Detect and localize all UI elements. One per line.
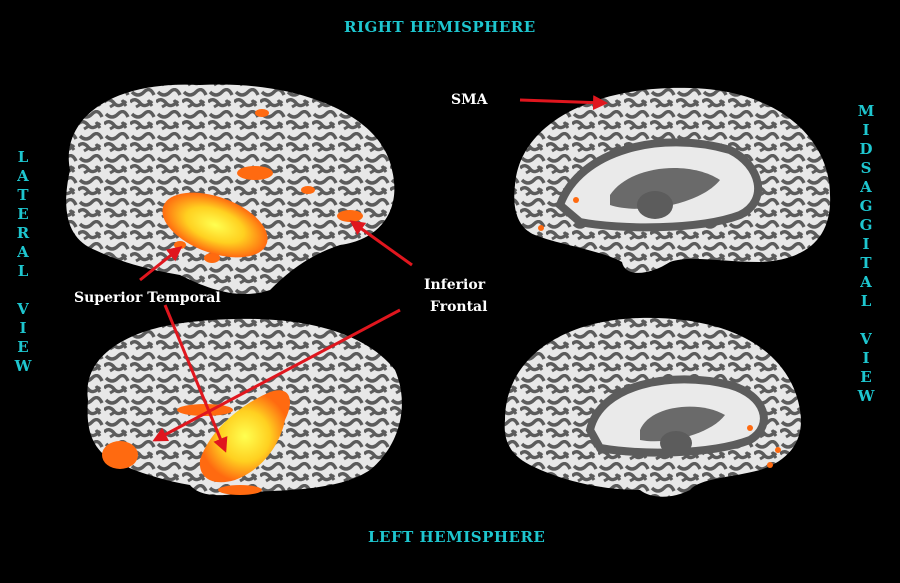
lateral-view-letter-1: A xyxy=(17,167,29,185)
arrow-superior-temporal-right xyxy=(139,246,183,282)
midsaggital-view-letter-10: L xyxy=(860,292,872,310)
lateral-view-letter-2: T xyxy=(17,186,29,204)
midsaggital-view-letter-2: D xyxy=(859,140,873,158)
arrow-inferior-frontal-right xyxy=(349,220,413,267)
label-superior-temporal: Superior Temporal xyxy=(74,290,221,306)
activation-superior-temporal-right xyxy=(162,192,268,258)
midsaggital-view-letter-3: S xyxy=(860,159,872,177)
arrow-sma xyxy=(519,95,608,111)
label-inferior-frontal-line2: Frontal xyxy=(430,299,488,315)
arrow-inferior-frontal-left xyxy=(152,308,401,442)
midsaggital-view-letter-12: V xyxy=(860,330,872,348)
title-right-hemisphere: RIGHT HEMISPHERE xyxy=(344,18,536,36)
label-inferior-frontal-line1: Inferior xyxy=(424,277,486,293)
lateral-view-letter-6: L xyxy=(17,262,29,280)
brain-right-lateral xyxy=(66,84,395,295)
midsaggital-view-letter-1: I xyxy=(862,121,870,139)
activation-superior-temporal-left xyxy=(199,390,290,483)
midsaggital-view-letter-8: T xyxy=(860,254,872,272)
lateral-view-letter-11: W xyxy=(14,357,32,375)
lateral-view-letter-0: L xyxy=(17,148,29,166)
lateral-view-letter-4: R xyxy=(16,224,30,242)
midsaggital-view-letter-15: W xyxy=(857,387,875,405)
lateral-view-letter-10: E xyxy=(17,338,29,356)
annotation-arrows xyxy=(139,95,608,453)
lateral-view-letter-3: E xyxy=(17,205,29,223)
label-sma: SMA xyxy=(451,92,488,108)
lateral-view-letter-8: V xyxy=(17,300,29,318)
brain-left-midsagittal xyxy=(504,317,801,497)
activation-inferior-frontal-left xyxy=(102,441,138,469)
midsaggital-view-letter-0: M xyxy=(857,102,875,120)
midsaggital-view-letter-14: E xyxy=(860,368,872,386)
brain-left-lateral xyxy=(87,318,402,496)
lateral-view-letter-5: A xyxy=(17,243,29,261)
midsaggital-view-letter-4: A xyxy=(860,178,872,196)
arrow-superior-temporal-left xyxy=(163,304,228,453)
title-left-hemisphere: LEFT HEMISPHERE xyxy=(368,528,546,546)
midsaggital-view-letter-13: I xyxy=(862,349,870,367)
brain-right-midsagittal xyxy=(514,87,831,273)
midsaggital-view-letter-9: A xyxy=(860,273,872,291)
midsaggital-view-letter-7: I xyxy=(862,235,870,253)
midsaggital-view-letter-6: G xyxy=(859,216,873,234)
midsaggital-view-letter-5: G xyxy=(859,197,873,215)
lateral-view-letter-9: I xyxy=(19,319,27,337)
